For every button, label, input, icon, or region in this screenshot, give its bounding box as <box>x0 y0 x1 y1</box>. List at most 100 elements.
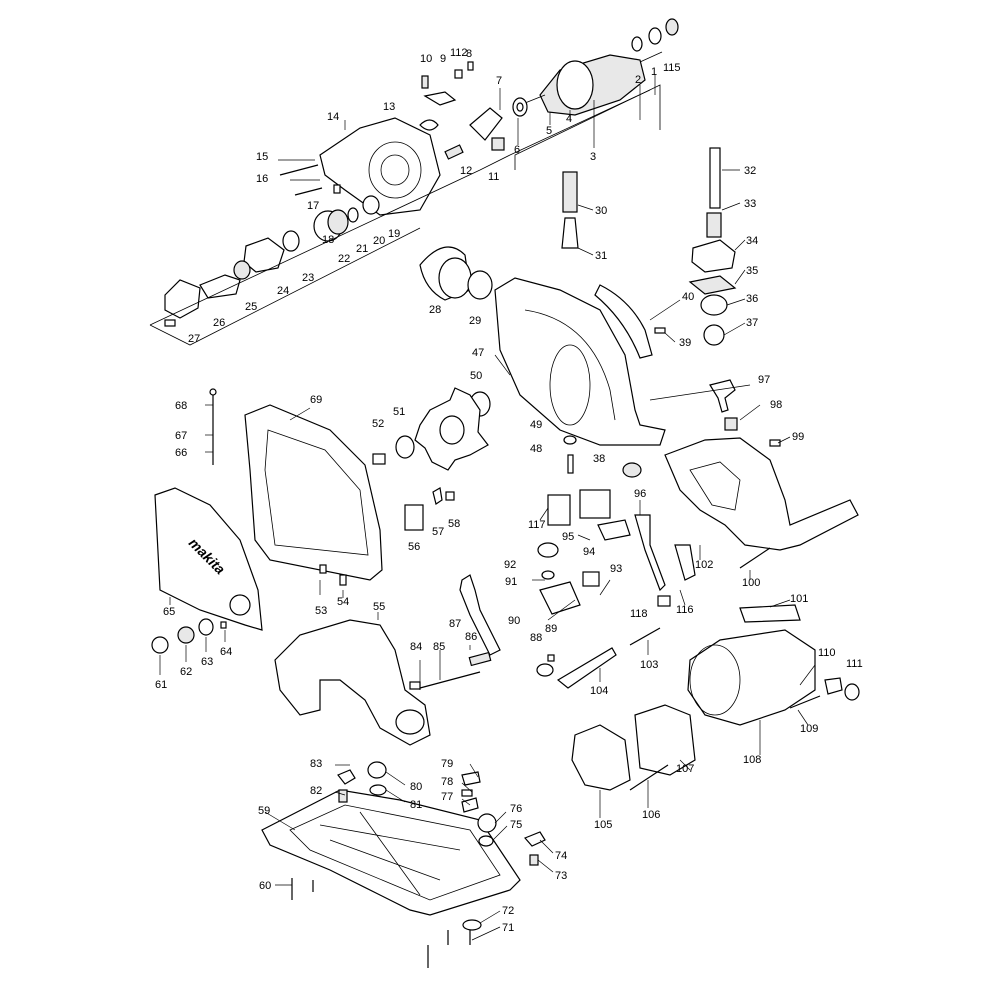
part-label: 12 <box>460 165 472 177</box>
pin-64 <box>220 621 227 629</box>
part-label: 34 <box>746 235 758 247</box>
part-label: 91 <box>505 576 517 588</box>
spring-10 <box>421 75 429 89</box>
part-label: 100 <box>742 577 760 589</box>
part-label: 60 <box>259 880 271 892</box>
part-label: 85 <box>433 641 445 653</box>
spindle-25 <box>199 274 241 299</box>
armature-bracket <box>514 84 661 170</box>
part-label: 19 <box>388 228 400 240</box>
washer-91 <box>541 570 555 580</box>
part-label: 95 <box>562 531 574 543</box>
part-label: 8 <box>466 48 472 60</box>
part-label: 57 <box>432 526 444 538</box>
part-label: 75 <box>510 819 522 831</box>
bearing-20 <box>362 195 380 215</box>
pin-31 <box>561 217 579 249</box>
part-label: 14 <box>327 111 339 123</box>
part-label: 48 <box>530 443 542 455</box>
spring-116 <box>674 544 696 581</box>
part-label: 33 <box>744 198 756 210</box>
part-label: 2 <box>635 74 641 86</box>
spring-73 <box>529 854 539 866</box>
knob-74 <box>523 831 546 847</box>
ring-29 <box>467 270 493 300</box>
washer-2 <box>631 36 643 52</box>
screw-8 <box>467 61 474 71</box>
part-label: 89 <box>545 623 557 635</box>
blade-guard-group <box>469 277 666 478</box>
part-label: 23 <box>302 272 314 284</box>
part-label: 96 <box>634 488 646 500</box>
shaft-103 <box>629 627 661 646</box>
washer-49 <box>563 435 577 445</box>
part-label: 108 <box>743 754 761 766</box>
part-label: 24 <box>277 285 289 297</box>
screw-54 <box>339 574 347 586</box>
part-label: 22 <box>338 253 350 265</box>
washer-92 <box>537 542 559 558</box>
knob-97 <box>709 379 736 413</box>
washer-21 <box>347 207 359 223</box>
part-number-labels: 1 2 3 4 5 6 7 8 9 10 11 12 13 14 15 16 1… <box>155 47 863 934</box>
part-label: 79 <box>441 758 453 770</box>
part-label: 101 <box>790 593 808 605</box>
bearing-1 <box>648 27 662 45</box>
switch-group <box>536 489 696 677</box>
part-label: 53 <box>315 605 327 617</box>
screw-39 <box>654 327 666 334</box>
screw-112 <box>454 69 463 79</box>
part-label: 62 <box>180 666 192 678</box>
group-outline-left <box>149 227 421 346</box>
part-label: 39 <box>679 337 691 349</box>
spring-82 <box>338 789 348 803</box>
piece-118 <box>657 595 671 607</box>
bracket-56 <box>404 504 424 531</box>
blade-cover-group: makita <box>151 388 455 654</box>
cover-117 <box>547 494 571 526</box>
spring-98 <box>724 417 738 431</box>
part-label: 78 <box>441 776 453 788</box>
part-label: 105 <box>594 819 612 831</box>
washer-81 <box>369 784 387 796</box>
part-label: 73 <box>555 870 567 882</box>
handle-102 <box>664 437 859 551</box>
knob-83 <box>337 769 356 785</box>
ring-115 <box>665 18 679 36</box>
outer-cover-65 <box>154 487 263 631</box>
part-label: 72 <box>502 905 514 917</box>
rod-96 <box>634 514 666 592</box>
part-label: 94 <box>583 546 595 558</box>
washer-75 <box>478 835 494 847</box>
part-label: 87 <box>449 618 461 630</box>
part-label: 47 <box>472 347 484 359</box>
part-label: 69 <box>310 394 322 406</box>
collar-37 <box>703 324 725 346</box>
actuator-94 <box>597 519 631 541</box>
part-label: 50 <box>470 370 482 382</box>
part-label: 84 <box>410 641 422 653</box>
part-label: 99 <box>792 431 804 443</box>
screw-84 <box>409 681 421 690</box>
clip-57 <box>432 487 443 505</box>
part-label: 7 <box>496 75 502 87</box>
part-label: 112 <box>450 47 468 59</box>
ring-18 <box>282 230 300 252</box>
spring-30 <box>562 171 578 213</box>
blade-guard <box>494 277 666 446</box>
part-label: 59 <box>258 805 270 817</box>
depth-lock-parts <box>688 147 737 346</box>
part-label: 109 <box>800 723 818 735</box>
screw-58 <box>445 491 455 501</box>
screw-89 <box>547 654 555 662</box>
spring-62 <box>177 626 195 644</box>
washer-72 <box>462 919 482 931</box>
part-label: 26 <box>213 317 225 329</box>
part-label: 67 <box>175 430 187 442</box>
part-label: 117 <box>528 519 546 531</box>
handle-55 <box>274 619 431 746</box>
baffle-105 <box>571 724 631 791</box>
block-93 <box>582 571 600 587</box>
